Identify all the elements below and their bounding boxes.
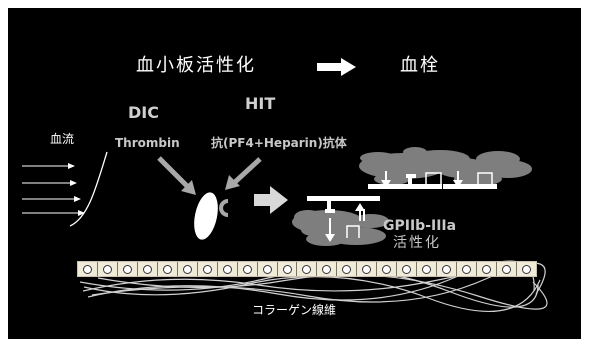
- endothelial-cell: [238, 262, 258, 276]
- gp-receptor-bars: [307, 172, 497, 238]
- cell-nucleus: [102, 264, 112, 274]
- endothelial-cell: [457, 262, 478, 276]
- label-thrombin: Thrombin: [115, 136, 180, 150]
- label-activation: 活性化: [393, 235, 441, 251]
- cell-nucleus: [402, 264, 412, 274]
- endothelial-cell: [317, 262, 338, 276]
- endothelial-cell: [417, 262, 438, 276]
- label-dic: DIC: [128, 103, 159, 122]
- endothelial-cell: [178, 262, 198, 276]
- endothelial-cell: [138, 262, 158, 276]
- resting-platelet: [194, 192, 218, 240]
- cell-nucleus: [302, 264, 312, 274]
- cell-nucleus: [262, 264, 272, 274]
- antibody-arrow-icon: [225, 157, 262, 190]
- slide: 血小板活性化 血栓 DIC HIT 血流 Thrombin 抗(PF4+Hepa…: [8, 8, 581, 339]
- endothelial-cell: [397, 262, 418, 276]
- cell-nucleus: [222, 264, 232, 274]
- endothelial-cell: [477, 262, 498, 276]
- diagram-graphics: [22, 58, 548, 313]
- cell-nucleus: [122, 264, 132, 274]
- label-hit: HIT: [245, 94, 276, 113]
- blood-flow-arrows: [22, 163, 85, 216]
- title-thrombus: 血栓: [400, 55, 440, 76]
- endothelial-cell: [198, 262, 218, 276]
- cell-nucleus: [142, 264, 152, 274]
- cell-nucleus: [462, 264, 472, 274]
- endothelial-cell: [158, 262, 178, 276]
- endothelial-cell: [118, 262, 138, 276]
- cell-nucleus: [362, 264, 372, 274]
- label-gpiib-iiia: GPIIb-IIIa: [383, 218, 457, 234]
- cell-nucleus: [242, 264, 252, 274]
- endothelial-cell: [377, 262, 398, 276]
- receptor-icon: [219, 199, 229, 217]
- cell-nucleus: [422, 264, 432, 274]
- endothelial-cell: [437, 262, 458, 276]
- cell-nucleus: [202, 264, 212, 274]
- platelet-aggregate-upper: [359, 147, 532, 186]
- endothelial-cell: [357, 262, 378, 276]
- cell-nucleus: [182, 264, 192, 274]
- endothelial-cell-row: [77, 261, 537, 277]
- title-platelet-activation: 血小板活性化: [136, 55, 256, 76]
- flow-profile-curve: [69, 151, 108, 227]
- cell-nucleus: [282, 264, 292, 274]
- endothelial-cell: [78, 262, 98, 276]
- cell-nucleus: [482, 264, 492, 274]
- cell-nucleus: [162, 264, 172, 274]
- cell-nucleus: [501, 264, 511, 274]
- cell-nucleus: [521, 264, 531, 274]
- cell-nucleus: [82, 264, 92, 274]
- label-blood-flow: 血流: [50, 132, 75, 146]
- activation-arrow-icon: [254, 186, 288, 214]
- endothelial-cell: [278, 262, 298, 276]
- title-arrow-icon: [317, 58, 356, 76]
- endothelial-cell: [497, 262, 517, 276]
- label-collagen: コラーゲン線維: [252, 303, 337, 317]
- cell-nucleus: [382, 264, 392, 274]
- endothelial-cell: [218, 262, 238, 276]
- thrombin-arrow-icon: [157, 156, 196, 195]
- endothelial-cell: [258, 262, 278, 276]
- cell-nucleus: [342, 264, 352, 274]
- endothelial-cell: [297, 262, 318, 276]
- endothelial-cell: [337, 262, 358, 276]
- label-antibody: 抗(PF4+Heparin)抗体: [211, 136, 347, 150]
- platelet-aggregate-lower: [292, 210, 389, 246]
- binding-arrows: [325, 171, 463, 242]
- cell-nucleus: [442, 264, 452, 274]
- endothelial-cell: [98, 262, 118, 276]
- endothelial-cell: [517, 262, 536, 276]
- cell-nucleus: [322, 264, 332, 274]
